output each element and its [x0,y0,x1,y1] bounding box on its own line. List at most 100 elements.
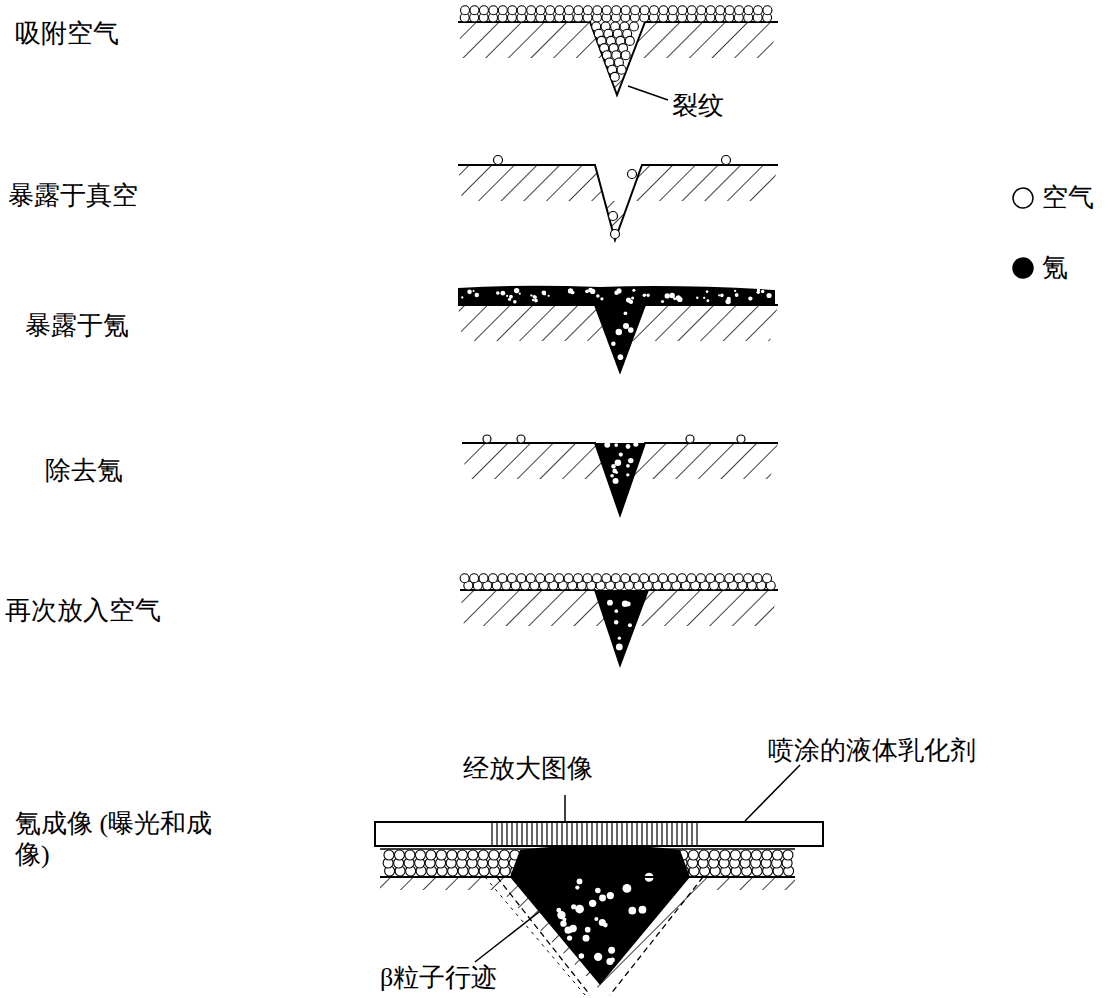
air-molecule [720,850,730,860]
image-stripe [496,823,497,845]
air-molecule [737,435,745,443]
speck [608,947,615,954]
air-molecule [536,574,545,583]
air-molecule [611,574,620,583]
speck [677,297,682,302]
air-molecule [507,574,516,583]
hatched-solid [460,590,778,665]
image-stripe [556,823,557,845]
air-molecule [741,850,751,860]
image-stripe [571,823,572,845]
air-molecule [763,6,772,15]
air-molecule [772,850,782,860]
speck [599,919,606,926]
image-stripe [581,823,582,845]
speck [618,636,621,639]
air-molecule [617,65,626,74]
air-molecule [583,6,592,15]
air-molecule [706,6,715,15]
speck [467,290,472,295]
speck [626,464,630,468]
air-molecule [762,850,772,860]
air-molecule [498,574,507,583]
air-molecule [631,6,640,15]
image-stripe [526,823,527,845]
label: 氪成像 (曝光和成像) [15,808,215,870]
speck [610,474,614,478]
speck [727,297,731,301]
speck [530,294,532,296]
speck [583,935,590,942]
air-molecule [405,850,415,860]
air-molecule [699,850,709,860]
speck [633,442,638,447]
air-molecule [517,435,525,443]
speck [767,293,772,298]
label: 吸附空气 [15,18,119,49]
air-molecule [763,574,772,583]
speck [757,288,760,291]
air-molecule [659,6,668,15]
image-stripe [541,823,542,845]
speck [628,458,633,463]
air-molecule [508,6,517,15]
speck [595,888,601,894]
speck [628,623,632,627]
air-molecule [426,850,436,860]
speck [579,953,585,959]
air-molecule [498,6,507,15]
air-molecule [583,574,592,583]
hatched-solid [458,165,778,240]
speck [577,879,583,885]
air-molecule [468,850,478,860]
krypton-fill [510,845,690,877]
image-stripe [621,823,622,845]
speck [544,293,546,295]
speck [703,297,705,299]
image-stripe [641,823,642,845]
speck [575,885,579,889]
air-molecule [517,6,526,15]
air-molecule [687,6,696,15]
image-stripe [591,823,592,845]
air-molecule [751,850,761,860]
air-molecule [593,6,602,15]
speck [616,643,623,650]
image-stripe [596,823,597,845]
air-molecule [489,6,498,15]
speck [589,900,596,907]
air-molecule [479,6,488,15]
surface-line [458,22,778,95]
air-molecule [609,212,618,221]
speck [618,354,624,360]
speck [628,907,636,915]
speck [514,288,519,293]
krypton-fill [595,305,645,372]
air-molecule [668,6,677,15]
speck [643,294,645,296]
legend-text: 空气 [1042,182,1094,213]
speck [706,299,709,302]
image-stripe [601,823,602,845]
air-molecule [564,574,573,583]
speck [532,299,535,302]
air-molecule [783,850,793,860]
speck [623,884,632,893]
speck [590,289,595,294]
speck [696,297,698,299]
speck [624,311,628,315]
air-molecule [625,36,634,45]
air-molecule [706,574,715,583]
speck [571,291,574,294]
air-molecule [678,6,687,15]
speck [615,460,622,467]
image-stripe [501,823,502,845]
speck [613,478,619,484]
speck [548,295,550,297]
air-molecule [489,850,499,860]
image-stripe [646,823,647,845]
krypton-fill [595,590,648,665]
krypton-fill [595,443,645,515]
air-molecule [526,574,535,583]
